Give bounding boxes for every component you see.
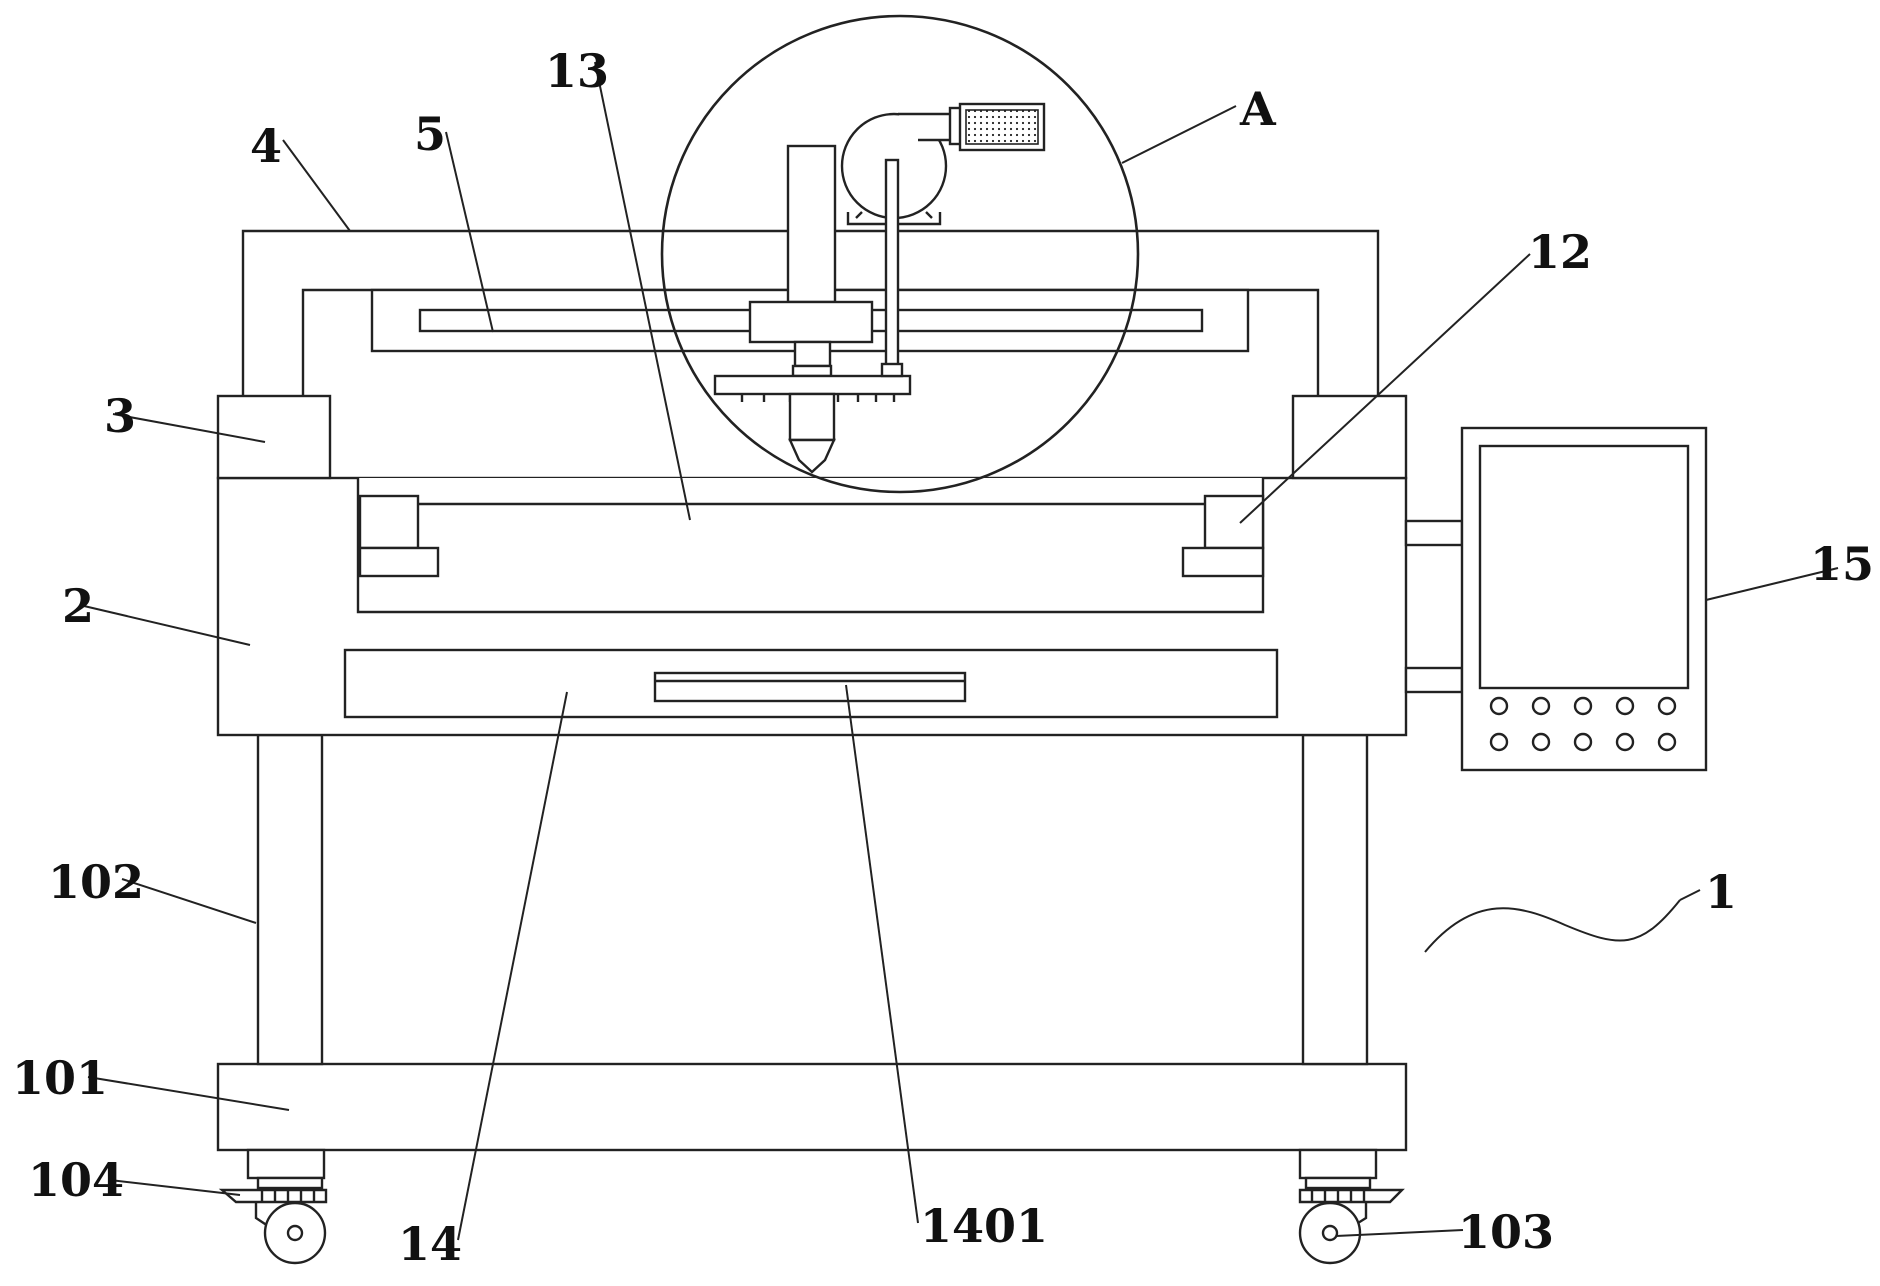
- label-3: 3: [104, 389, 136, 443]
- label-104: 104: [28, 1153, 124, 1207]
- label-1401: 1401: [920, 1199, 1048, 1253]
- control-panel: [1404, 426, 1708, 772]
- detail-circle-a: [660, 14, 1140, 494]
- label-102: 102: [48, 855, 144, 909]
- reference-wave: [1424, 899, 1681, 953]
- slide-block-right: [1291, 394, 1408, 480]
- leg-right: [1301, 733, 1369, 1066]
- label-14: 14: [398, 1217, 462, 1271]
- caster-left: [218, 1148, 328, 1265]
- label-103: 103: [1458, 1205, 1554, 1259]
- label-2: 2: [62, 579, 94, 633]
- leader-lines: [83, 61, 1839, 1241]
- label-1: 1: [1705, 865, 1737, 919]
- guide-block-right: [1181, 494, 1265, 578]
- label-15: 15: [1810, 537, 1874, 591]
- spindle-assembly: [713, 144, 912, 474]
- label-13: 13: [545, 44, 609, 98]
- label-a: A: [1239, 82, 1277, 136]
- caster-right: [1298, 1148, 1405, 1265]
- worktable-recess: [356, 478, 1265, 614]
- label-5: 5: [414, 107, 446, 161]
- leg-left: [256, 733, 324, 1066]
- blower-fan: [840, 102, 1046, 378]
- base-plate: [216, 1062, 1408, 1152]
- label-4: 4: [250, 119, 282, 173]
- guide-block-left: [358, 494, 440, 578]
- label-12: 12: [1528, 225, 1592, 279]
- label-101: 101: [12, 1051, 108, 1105]
- drawer-handle: [653, 671, 967, 703]
